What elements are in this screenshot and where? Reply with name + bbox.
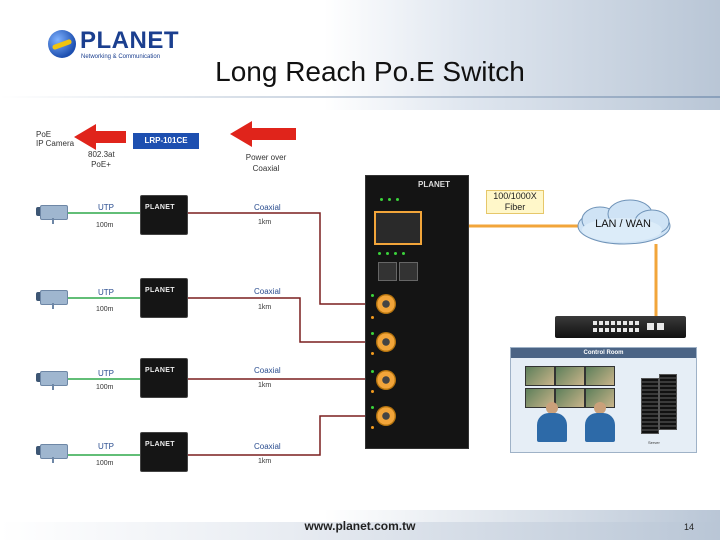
page-number: 14 bbox=[684, 522, 695, 532]
bnc-port bbox=[376, 406, 396, 426]
ip-camera-icon bbox=[36, 287, 68, 309]
server-rack-icon bbox=[641, 378, 659, 434]
coax-label: Coaxial bbox=[254, 287, 281, 296]
left-arrow-icon bbox=[74, 124, 96, 150]
bnc-port bbox=[376, 332, 396, 352]
logo-brand: PLANET bbox=[80, 27, 179, 54]
switch-brand: PLANET bbox=[418, 180, 450, 189]
unit-brand: PLANET bbox=[145, 367, 175, 374]
left-arrow-shaft bbox=[250, 128, 296, 140]
coax-line-1 bbox=[186, 212, 380, 305]
poe-standard-line-2: PoE+ bbox=[91, 160, 111, 169]
coax-label: Coaxial bbox=[254, 442, 281, 451]
rj45-port bbox=[378, 262, 397, 281]
monitor-icon bbox=[585, 366, 615, 386]
camera-legend-label: PoE IP Camera bbox=[36, 130, 74, 148]
rj45-port bbox=[399, 262, 418, 281]
footer bbox=[0, 510, 720, 540]
camera-legend-line-2: IP Camera bbox=[36, 139, 75, 148]
coax-distance: 1km bbox=[258, 382, 272, 389]
header-background bbox=[0, 0, 720, 110]
lan-wan-label: LAN / WAN bbox=[595, 218, 651, 230]
core-switch bbox=[555, 316, 686, 338]
extender-unit: PLANET bbox=[140, 432, 188, 472]
ip-camera-icon bbox=[36, 368, 68, 390]
power-over-coax-label: Power over Coaxial bbox=[240, 152, 292, 174]
operator-icon bbox=[537, 402, 567, 442]
power-label-line-1: Power over bbox=[245, 153, 287, 162]
monitor-icon bbox=[525, 366, 555, 386]
logo-tagline: Networking & Communication bbox=[81, 54, 161, 60]
poe-standard-line-1: 802.3at bbox=[88, 150, 115, 159]
utp-label: UTP bbox=[98, 288, 114, 297]
utp-distance: 100m bbox=[96, 222, 114, 229]
utp-label: UTP bbox=[98, 203, 114, 212]
core-switch-ports bbox=[593, 321, 664, 332]
unit-brand: PLANET bbox=[145, 441, 175, 448]
utp-label: UTP bbox=[98, 442, 114, 451]
control-room-label: Control Room bbox=[511, 348, 696, 358]
ip-camera-icon bbox=[36, 202, 68, 224]
fiber-label-line-2: Fiber bbox=[504, 202, 526, 212]
model-label: LRP-101CE bbox=[133, 133, 199, 149]
planet-logo: PLANET Networking & Communication bbox=[48, 27, 179, 66]
sfp-fiber-port bbox=[374, 211, 422, 245]
power-label-line-2: Coaxial bbox=[252, 164, 280, 173]
coax-distance: 1km bbox=[258, 304, 272, 311]
coax-line-2 bbox=[186, 297, 380, 343]
fiber-label: 100/1000X Fiber bbox=[486, 190, 544, 214]
page-title: Long Reach Po.E Switch bbox=[215, 56, 525, 87]
poe-standard-label: 802.3at PoE+ bbox=[88, 150, 115, 170]
unit-brand: PLANET bbox=[145, 287, 175, 294]
coax-label: Coaxial bbox=[254, 203, 281, 212]
utp-distance: 100m bbox=[96, 306, 114, 313]
extender-unit: PLANET bbox=[140, 195, 188, 235]
utp-distance: 100m bbox=[96, 460, 114, 467]
utp-distance: 100m bbox=[96, 384, 114, 391]
bnc-port bbox=[376, 294, 396, 314]
control-room-panel: Control Room bbox=[510, 347, 697, 453]
coax-distance: 1km bbox=[258, 219, 272, 226]
server-label: Server bbox=[648, 440, 660, 445]
globe-icon bbox=[48, 30, 76, 58]
extender-unit: PLANET bbox=[140, 358, 188, 398]
extender-unit: PLANET bbox=[140, 278, 188, 318]
ip-camera-icon bbox=[36, 441, 68, 463]
footer-url: www.planet.com.tw bbox=[304, 519, 416, 533]
coax-line-4 bbox=[186, 415, 380, 456]
fiber-label-line-1: 100/1000X bbox=[493, 191, 537, 201]
bnc-port bbox=[376, 370, 396, 390]
operator-icon bbox=[585, 402, 615, 442]
coax-distance: 1km bbox=[258, 458, 272, 465]
utp-label: UTP bbox=[98, 369, 114, 378]
monitor-icon bbox=[555, 366, 585, 386]
title-divider bbox=[0, 96, 720, 98]
monitor-icon bbox=[555, 388, 585, 408]
unit-brand: PLANET bbox=[145, 204, 175, 211]
left-arrow-icon bbox=[230, 121, 252, 147]
cloud-icon bbox=[577, 199, 671, 245]
server-rack-icon bbox=[659, 374, 677, 430]
camera-legend-line-1: PoE bbox=[36, 130, 52, 139]
coax-label: Coaxial bbox=[254, 366, 281, 375]
left-arrow-shaft bbox=[94, 131, 126, 143]
